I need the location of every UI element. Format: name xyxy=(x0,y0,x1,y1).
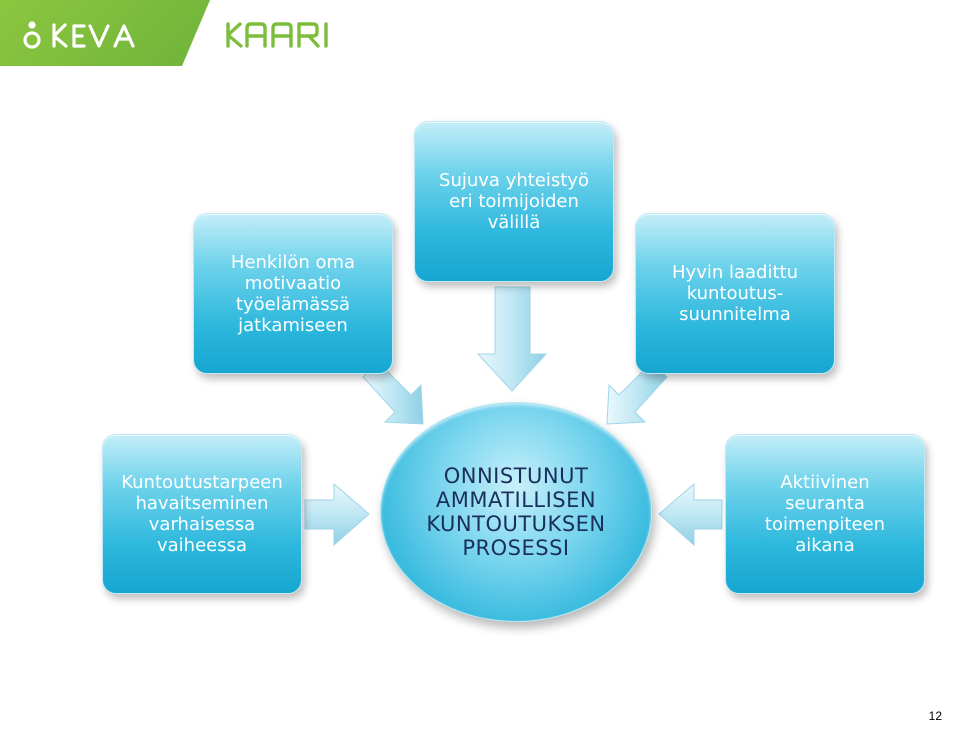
arrow-right-to-center xyxy=(658,482,723,547)
box-motivation: Henkilön oma motivaatio työelämässä jatk… xyxy=(193,213,393,374)
kaari-logo xyxy=(226,22,328,48)
arrow-top-to-center xyxy=(476,286,548,392)
box-rehab-plan-text: Hyvin laadittu kuntoutus- suunnitelma xyxy=(672,262,798,325)
box-early-detection-text: Kuntoutustarpeen havaitseminen varhaises… xyxy=(121,472,283,556)
box-rehab-plan: Hyvin laadittu kuntoutus- suunnitelma xyxy=(635,213,835,374)
arrow-left-to-center xyxy=(304,482,370,547)
box-collaboration: Sujuva yhteistyö eri toimijoiden välillä xyxy=(414,121,614,282)
box-early-detection: Kuntoutustarpeen havaitseminen varhaises… xyxy=(102,434,302,594)
box-motivation-text: Henkilön oma motivaatio työelämässä jatk… xyxy=(230,251,356,336)
box-active-followup-text: Aktiivinen seuranta toimenpiteen aikana xyxy=(764,472,886,556)
box-active-followup: Aktiivinen seuranta toimenpiteen aikana xyxy=(725,434,925,594)
box-collaboration-text: Sujuva yhteistyö eri toimijoiden välillä xyxy=(439,170,589,233)
page-number: 12 xyxy=(928,709,942,723)
center-process-text: ONNISTUNUT AMMATILLISEN KUNTOUTUKSEN PRO… xyxy=(426,464,606,560)
keva-logo xyxy=(23,21,135,49)
center-process-ellipse: ONNISTUNUT AMMATILLISEN KUNTOUTUKSEN PRO… xyxy=(380,402,652,622)
